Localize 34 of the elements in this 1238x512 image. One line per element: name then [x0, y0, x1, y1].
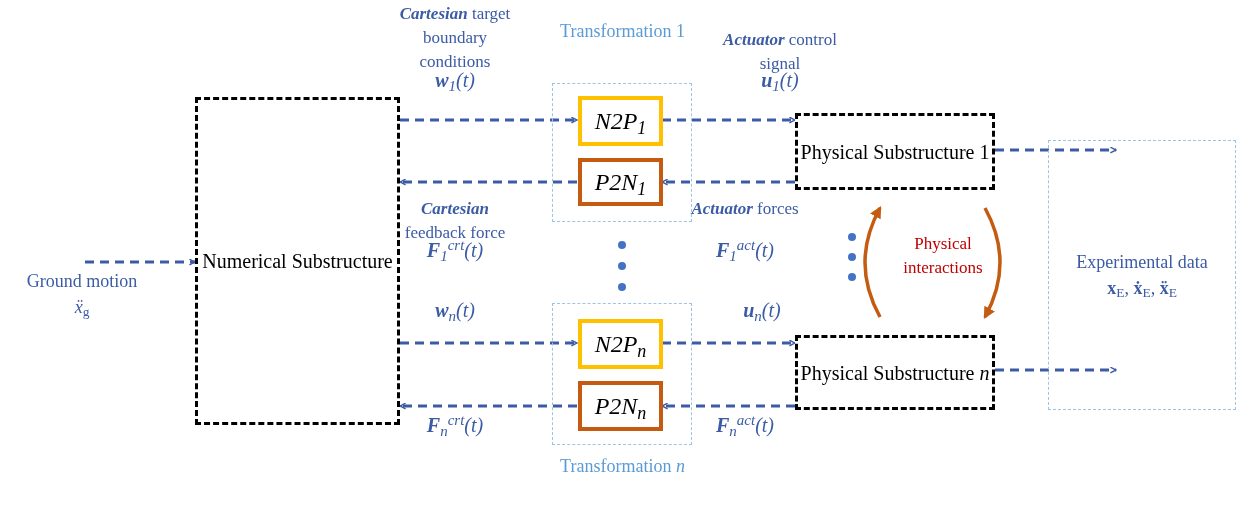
substructure-box — [195, 97, 400, 425]
arrow — [995, 366, 1117, 374]
node-text: Numerical Substructure — [202, 249, 393, 274]
transform-box — [578, 319, 663, 369]
arrow — [399, 178, 577, 186]
arrow — [400, 339, 578, 347]
transform-box — [578, 96, 663, 146]
arrow — [400, 116, 578, 124]
node-text: Physical Substructure 1 — [800, 139, 990, 165]
node-text: Ground motion — [26, 270, 138, 293]
node-text: ẍ$_{g}$ — [74, 296, 90, 320]
node-text: x$_{E}$, ẋ$_{E}$, ẍ$_{E}$ — [1107, 277, 1177, 301]
group-heading: Transformation n — [559, 455, 686, 478]
node-text: N2P$_{1}$ — [594, 108, 647, 134]
arrow — [85, 258, 196, 266]
arrow — [662, 339, 796, 347]
transform-box — [578, 381, 663, 431]
curved-arrow — [863, 205, 882, 318]
signal-description: Actuator forces — [690, 198, 800, 220]
arrow — [995, 146, 1117, 154]
arrow — [399, 402, 577, 410]
transform-box — [578, 158, 663, 206]
curved-arrow — [983, 207, 1002, 320]
substructure-box — [795, 113, 995, 190]
node-text: Experimental data — [1076, 251, 1208, 274]
node-text: P2N$_{1}$ — [594, 169, 647, 195]
interaction-note: Physical interactions — [902, 233, 984, 279]
node-text: N2P$_{n}$ — [594, 331, 647, 357]
group-heading: Transformation 1 — [559, 20, 686, 43]
node-text: Physical Substructure n — [800, 360, 990, 386]
output-frame — [1048, 140, 1236, 410]
node-text: P2N$_{n}$ — [594, 393, 647, 419]
substructure-box — [795, 335, 995, 410]
arrow — [662, 116, 796, 124]
